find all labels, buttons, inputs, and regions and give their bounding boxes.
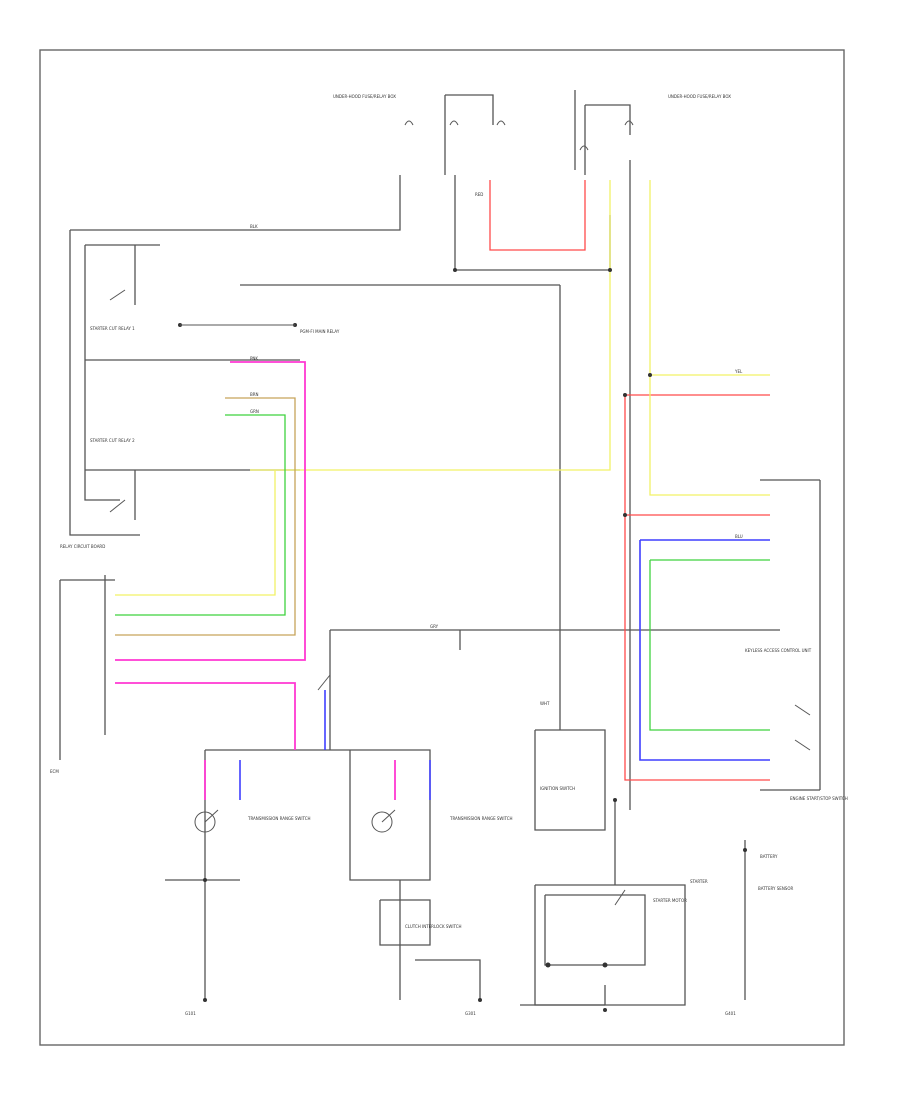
wire-code: BRN — [250, 392, 259, 397]
pink-wires — [115, 361, 396, 800]
label-starter-cut-relay-2: STARTER CUT RELAY 2 — [90, 438, 135, 443]
label-transmission-range-switch-a: TRANSMISSION RANGE SWITCH — [247, 816, 311, 821]
wire-code: GRN — [250, 409, 259, 414]
label-clutch-interlock-switch: CLUTCH INTERLOCK SWITCH — [405, 924, 462, 929]
connection-dots — [178, 268, 747, 1012]
label-ecm: ECM — [50, 769, 59, 774]
brown-wires — [115, 397, 296, 636]
wire-code: BLK — [250, 224, 258, 229]
wire-code: PNK — [250, 356, 258, 361]
label-relay-circuit-board: RELAY CIRCUIT BOARD — [60, 544, 105, 549]
relay-switch-symbols — [109, 289, 811, 906]
component-labels: UNDER-HOOD FUSE/RELAY BOX UNDER-HOOD FUS… — [50, 94, 848, 1016]
label-underhood-fuse-box-right: UNDER-HOOD FUSE/RELAY BOX — [668, 94, 731, 99]
diagram-frame — [39, 49, 845, 1046]
red-wires — [489, 180, 770, 781]
wire-code: YEL — [734, 369, 743, 374]
label-g401: G401 — [725, 1011, 736, 1016]
label-battery-sensor: BATTERY SENSOR — [758, 886, 793, 891]
green-wires — [115, 414, 770, 731]
label-engine-start-stop-switch: ENGINE START/STOP SWITCH — [790, 796, 848, 801]
fuse-symbols — [404, 120, 634, 151]
label-g301: G301 — [465, 1011, 476, 1016]
label-transmission-range-switch-b: TRANSMISSION RANGE SWITCH — [449, 816, 513, 821]
yellow-wires — [115, 180, 770, 596]
wire-code-tags: BLK RED YEL GRN PNK BLU BRN WHT GRY — [250, 192, 743, 706]
label-g101: G101 — [185, 1011, 196, 1016]
label-starter-motor: STARTER MOTOR — [653, 898, 687, 903]
wire-code: RED — [475, 192, 483, 197]
wire-code: WHT — [540, 701, 550, 706]
label-underhood-fuse-box-left: UNDER-HOOD FUSE/RELAY BOX — [333, 94, 396, 99]
blue-wires — [239, 539, 770, 800]
label-pgm-fi-main-relay: PGM-FI MAIN RELAY — [300, 329, 340, 334]
label-keyless-access-control-unit: KEYLESS ACCESS CONTROL UNIT — [745, 648, 812, 653]
label-starter: STARTER — [690, 879, 708, 884]
label-starter-cut-relay-1: STARTER CUT RELAY 1 — [90, 326, 135, 331]
black-wires — [59, 90, 821, 1006]
label-ignition-switch: IGNITION SWITCH — [540, 786, 575, 791]
wire-code: GRY — [430, 624, 439, 629]
wire-code: BLU — [735, 534, 743, 539]
label-battery: BATTERY — [760, 854, 778, 859]
